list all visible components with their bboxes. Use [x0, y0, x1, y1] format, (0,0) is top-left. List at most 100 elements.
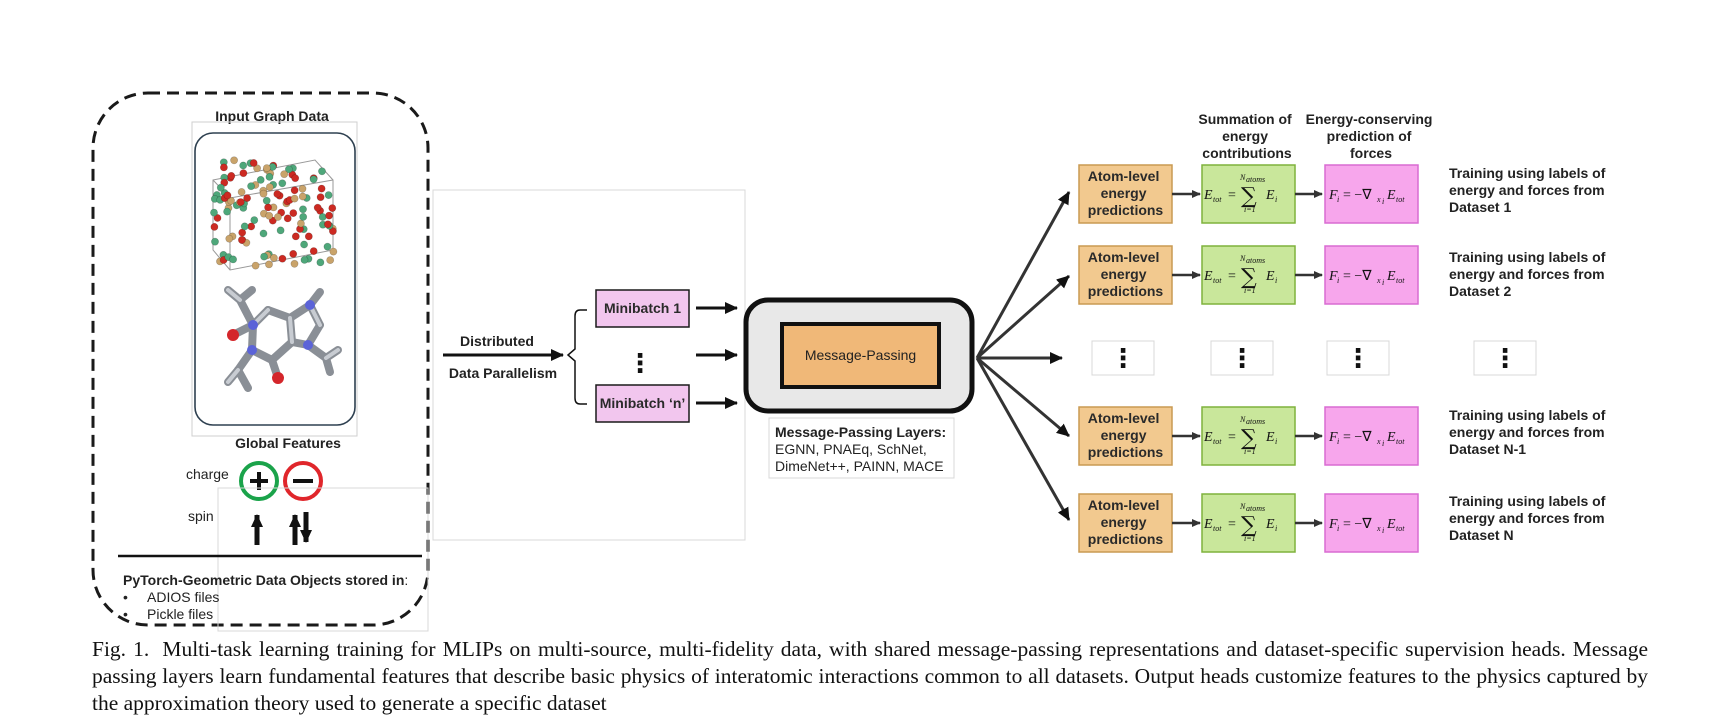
svg-text:∑: ∑ — [1241, 426, 1257, 451]
lattice-atom — [304, 232, 313, 241]
svg-text:E: E — [1203, 517, 1213, 532]
training-label: Training using labels of energy and forc… — [1449, 165, 1609, 215]
lattice-atom — [280, 170, 289, 179]
lattice-atom — [243, 194, 251, 202]
svg-text:tot: tot — [1396, 276, 1405, 285]
svg-text:i: i — [1337, 195, 1339, 204]
ellipsis-box-force — [1326, 340, 1390, 376]
storage-bullet-1: • — [123, 589, 128, 605]
message-passing-box — [780, 322, 941, 389]
input-graph-title: Input Graph Data — [215, 108, 329, 124]
input-panel — [91, 91, 430, 627]
svg-text:atoms: atoms — [1246, 175, 1265, 184]
lattice-atom — [265, 260, 273, 269]
mp-layers-line2: DimeNet++, PAINN, MACE — [775, 458, 944, 474]
svg-text:F: F — [1328, 517, 1338, 532]
force-box — [1324, 245, 1419, 305]
svg-text:i: i — [1337, 524, 1339, 533]
molecule-image-frame — [191, 121, 358, 437]
training-label: Training using labels of energy and forc… — [1449, 493, 1609, 543]
lattice-atom — [259, 229, 268, 238]
lattice-atom — [223, 207, 231, 216]
svg-text:i: i — [1275, 437, 1277, 446]
svg-text:i: i — [1275, 276, 1277, 285]
svg-text:E: E — [1203, 188, 1213, 203]
lattice-atom — [299, 205, 307, 214]
svg-text:∑: ∑ — [1241, 184, 1257, 209]
training-label: Training using labels of energy and forc… — [1449, 249, 1609, 299]
lattice-atom — [265, 172, 274, 181]
global-features-frame — [217, 487, 429, 632]
svg-text:∑: ∑ — [1241, 265, 1257, 290]
lattice-atom — [299, 212, 308, 221]
atom-energy-box — [1078, 493, 1173, 553]
lattice-atom — [253, 164, 261, 173]
minibatch-1-label: Minibatch 1 — [604, 300, 681, 316]
lattice-atom — [316, 193, 325, 202]
lattice-atom — [276, 226, 285, 235]
charge-label: charge — [186, 466, 229, 482]
atom-energy-label: Atom-level energy predictions — [1088, 249, 1164, 299]
lattice-atom — [290, 194, 299, 203]
svg-text:i: i — [1337, 276, 1339, 285]
lattice-atom — [227, 196, 235, 205]
svg-text:E: E — [1265, 269, 1275, 284]
lattice-atom — [273, 190, 282, 198]
svg-text:i=1: i=1 — [1244, 286, 1256, 295]
ellipsis-row: ⋮ ⋮ ⋮ ⋮ — [1091, 340, 1537, 376]
svg-text:N: N — [1239, 254, 1246, 263]
lattice-atom — [256, 175, 265, 184]
svg-text:E: E — [1265, 430, 1275, 445]
lattice-atom — [265, 211, 274, 220]
storage-bullet-2: • — [123, 606, 128, 622]
lattice-atom — [290, 259, 299, 268]
lattice-atom — [210, 222, 219, 231]
lattice-atom — [251, 261, 260, 270]
svg-text:tot: tot — [1396, 524, 1405, 533]
lattice-atom — [284, 165, 293, 174]
force-box — [1324, 406, 1419, 466]
minibatch-brace — [566, 309, 587, 405]
lattice-atom — [247, 182, 255, 191]
svg-text:E: E — [1265, 517, 1275, 532]
svg-text:atoms: atoms — [1246, 504, 1265, 513]
lattice-atom — [223, 191, 232, 200]
svg-text:E: E — [1265, 188, 1275, 203]
svg-text:i: i — [1382, 197, 1384, 206]
svg-text:∑: ∑ — [1241, 513, 1257, 538]
svg-text:= −∇: = −∇ — [1343, 188, 1372, 203]
caption-text: Multi-task learning training for MLIPs o… — [92, 637, 1649, 715]
lattice-atom — [309, 247, 318, 255]
svg-text:=: = — [1228, 269, 1236, 284]
ellipsis-vdots: ⋮ — [1492, 344, 1518, 374]
lattice-atom — [328, 204, 337, 212]
svg-text:atoms: atoms — [1246, 417, 1265, 426]
svg-text:x: x — [1376, 524, 1381, 533]
lattice-atom — [225, 234, 234, 243]
lattice-atom — [220, 178, 229, 187]
lattice-atom — [318, 213, 327, 221]
distributed-label: Distributed — [460, 333, 534, 349]
lattice-atom — [289, 209, 298, 217]
lattice-atom — [239, 161, 248, 170]
svg-text:F: F — [1328, 188, 1338, 203]
lattice-atom — [269, 253, 278, 262]
lattice-atom — [325, 211, 333, 220]
crystal-structure-image — [210, 156, 338, 271]
training-label: Training using labels of energy and forc… — [1449, 407, 1609, 457]
data-parallelism-label: Data Parallelism — [449, 365, 557, 381]
energy-sum-box — [1201, 493, 1296, 553]
mp-layers-frame — [768, 417, 955, 479]
lattice-atom — [260, 252, 268, 261]
storage-title: PyTorch-Geometric Data Objects stored in… — [123, 572, 408, 588]
lattice-atom — [264, 203, 272, 212]
global-features-title: Global Features — [235, 435, 341, 451]
svg-text:tot: tot — [1396, 437, 1405, 446]
ellipsis-vdots: ⋮ — [1229, 344, 1255, 374]
